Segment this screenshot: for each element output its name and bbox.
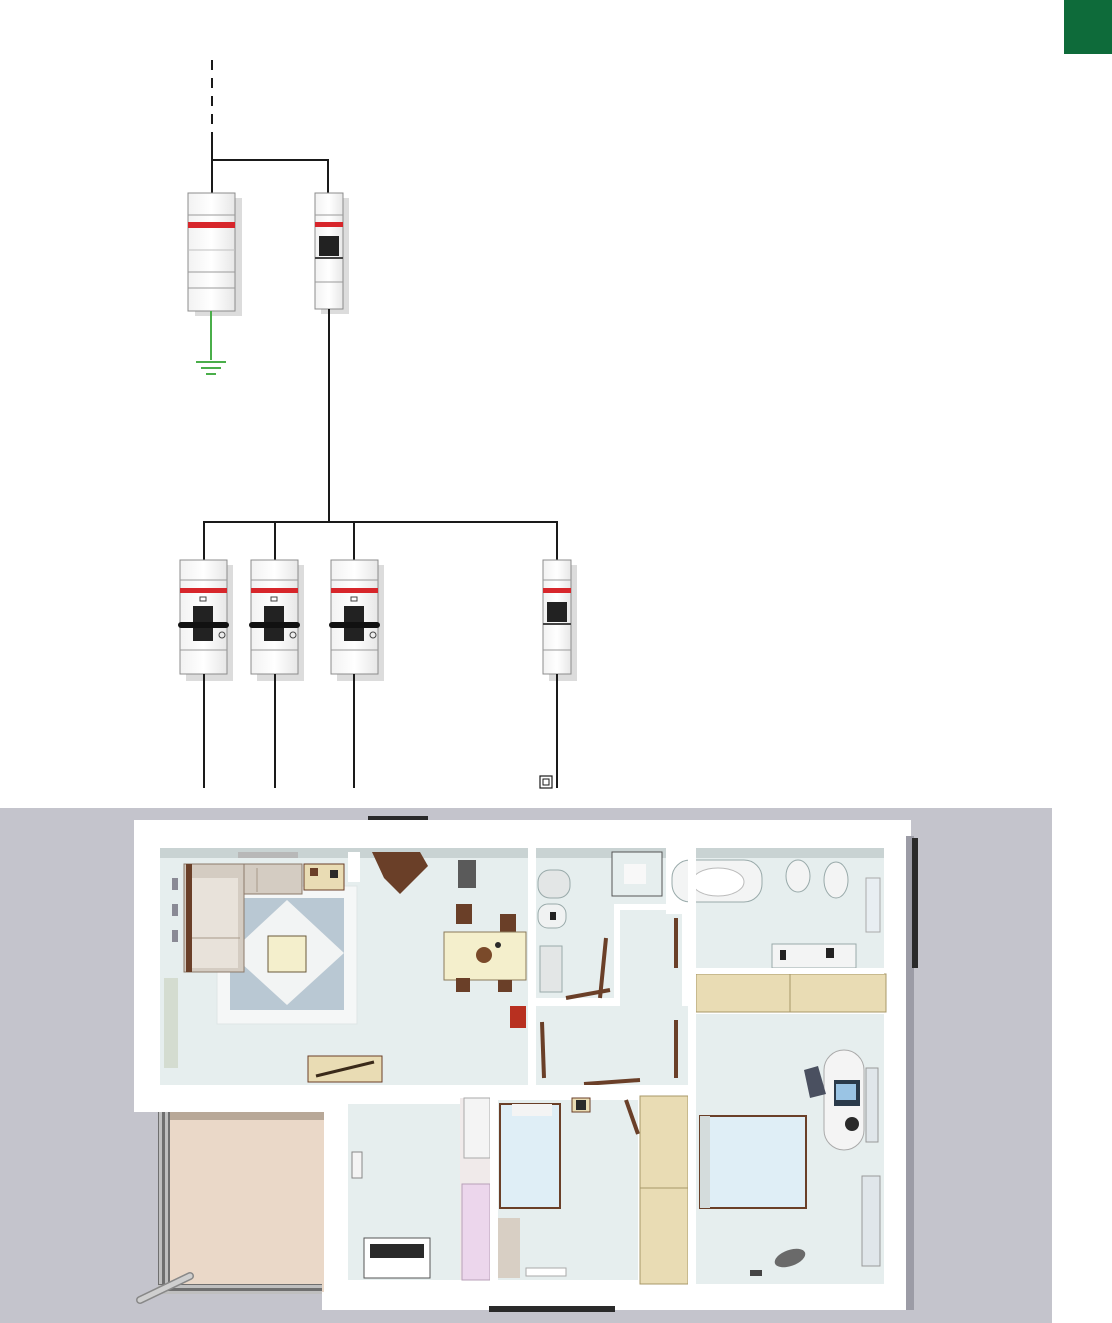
kitchen-counter <box>462 1184 490 1280</box>
terrace <box>170 1112 324 1292</box>
electrical-schematic <box>0 0 1112 800</box>
main-feed-wire <box>212 160 328 194</box>
bathtub-small <box>538 870 570 898</box>
earth-ground-icon <box>196 362 226 374</box>
circuit-breaker-1 <box>178 560 233 681</box>
double-square-icon <box>540 776 552 788</box>
terrace-railing-left <box>158 1112 170 1292</box>
toilet <box>824 862 848 898</box>
circuit-breaker-3 <box>329 560 384 681</box>
terrace-railing-bottom <box>158 1284 322 1294</box>
coffee-table <box>268 936 306 972</box>
floorplan-panel <box>0 808 1052 1323</box>
surge-protector <box>188 193 242 316</box>
single-bed <box>500 1104 560 1208</box>
wardrobe-middle <box>640 1096 688 1284</box>
wardrobe-top <box>696 974 886 1012</box>
circuit-breaker-2 <box>249 560 304 681</box>
bidet <box>786 860 810 892</box>
main-breaker <box>315 193 349 314</box>
circuit-breaker-4 <box>543 560 577 681</box>
distribution-bus-wire <box>204 522 557 560</box>
apartment-floorplan <box>0 808 1052 1323</box>
double-bed <box>700 1116 806 1208</box>
